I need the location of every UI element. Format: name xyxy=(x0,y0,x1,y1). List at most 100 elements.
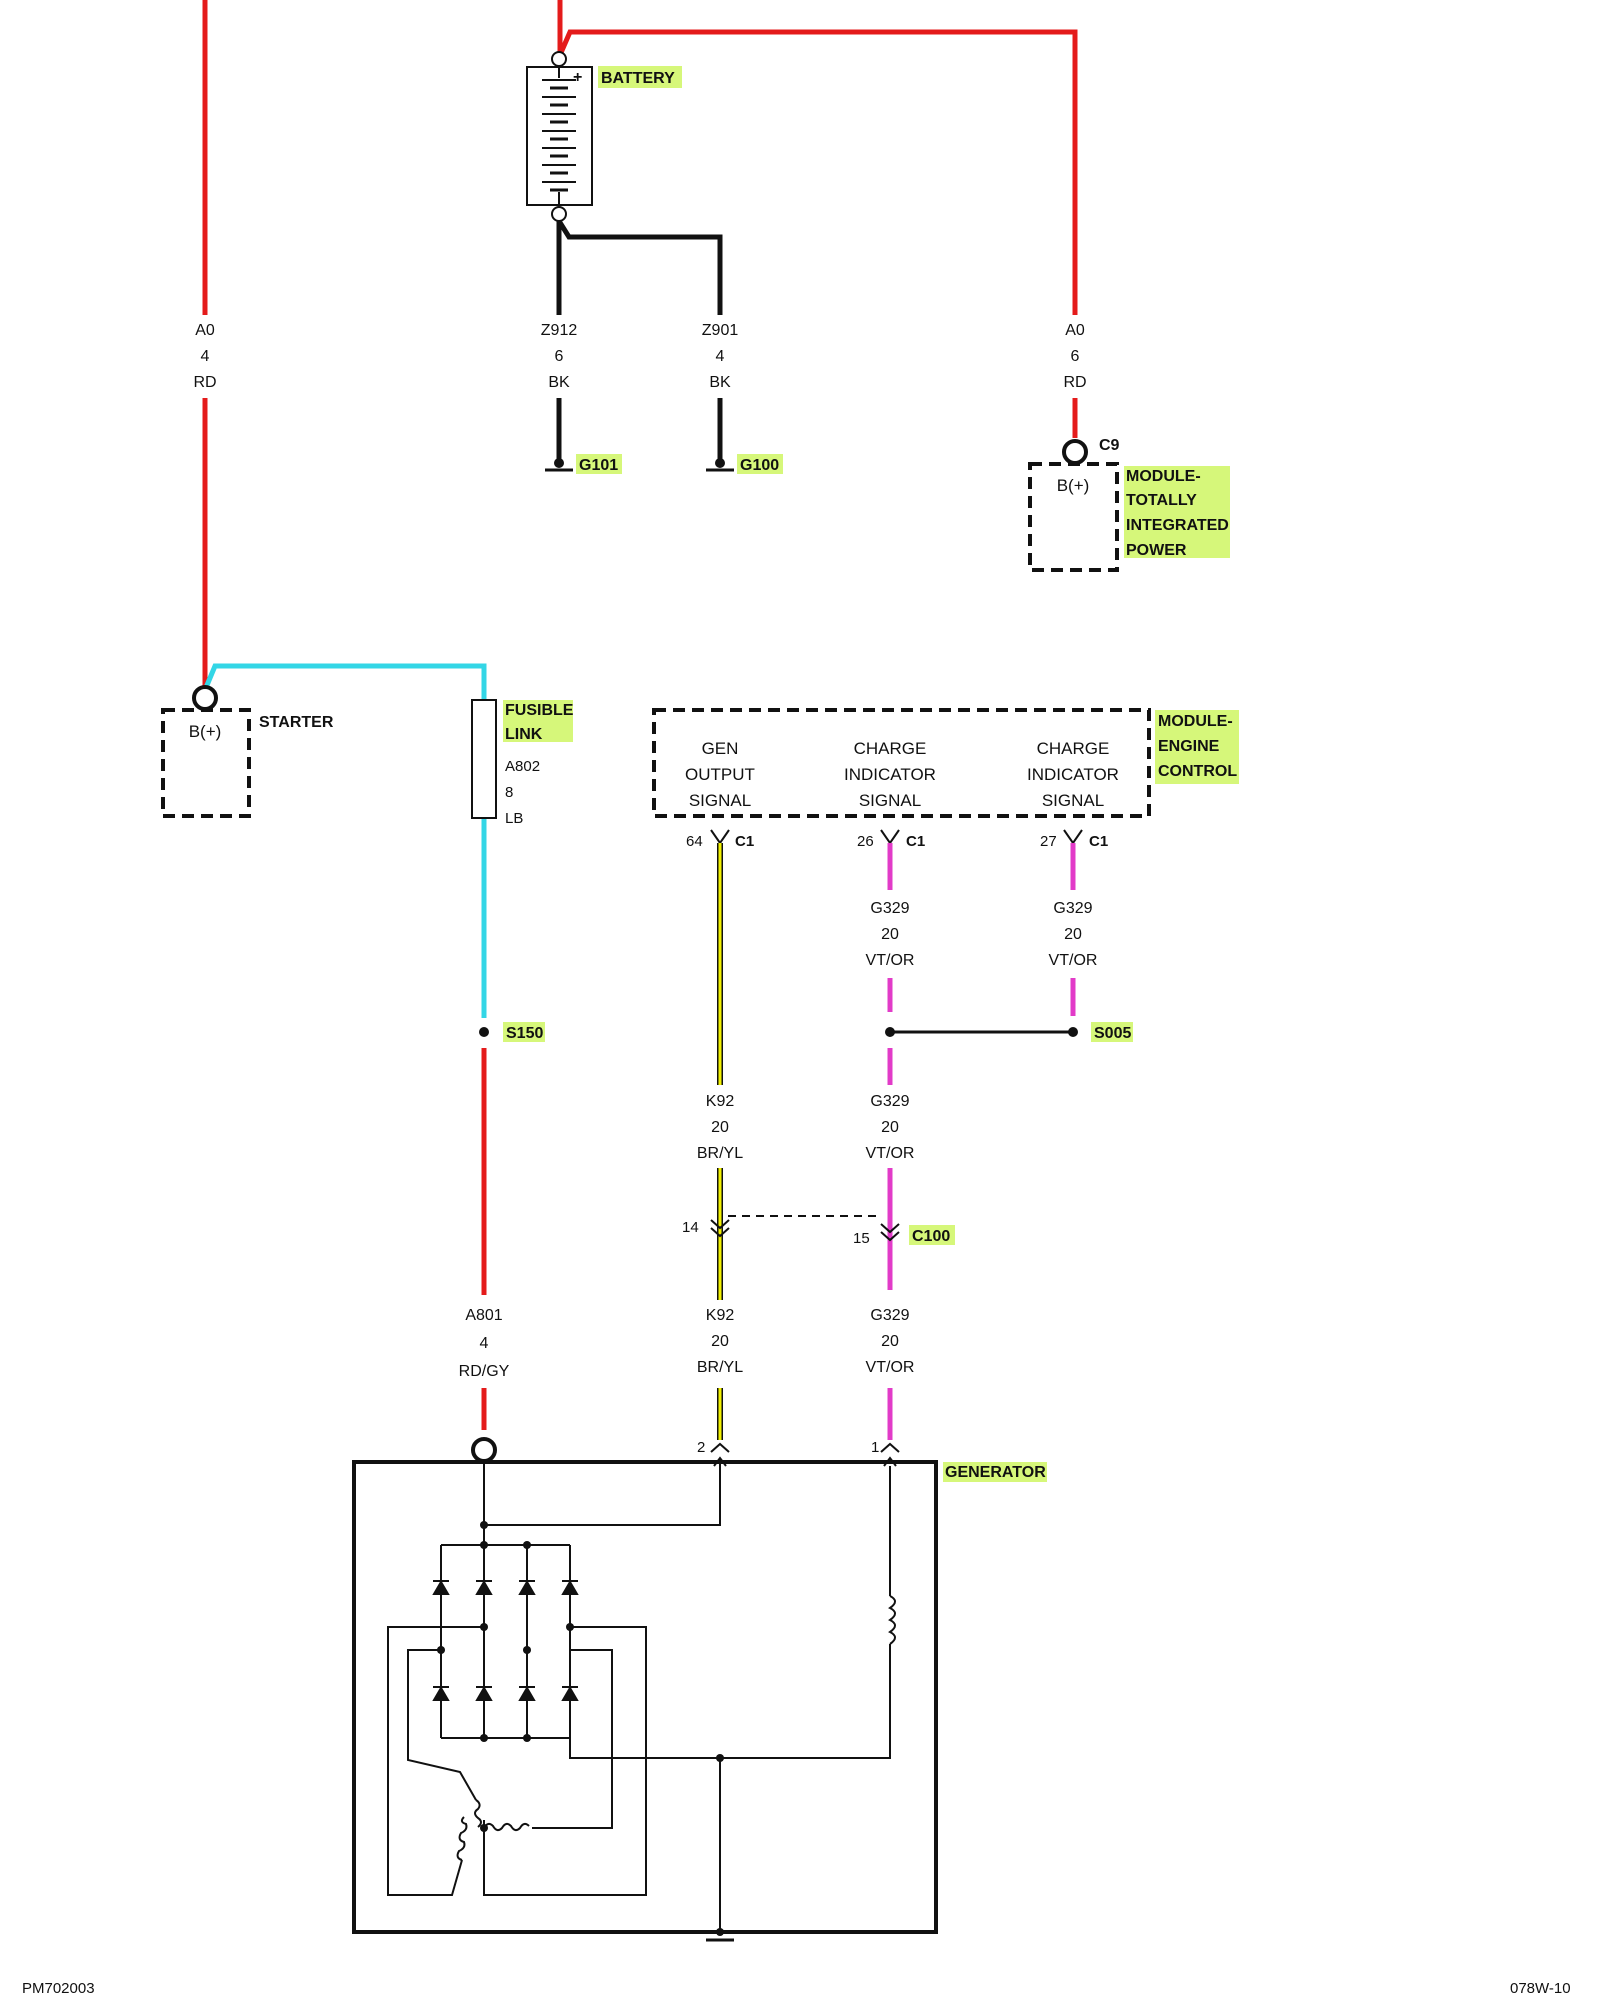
svg-text:C1: C1 xyxy=(1089,833,1108,850)
wire-label-a0-right: A0 6 RD xyxy=(1063,322,1086,391)
splice-s150 xyxy=(479,1027,489,1037)
generator-box xyxy=(352,1460,938,1934)
splice-label-s005: S005 xyxy=(1094,1025,1131,1042)
svg-text:INDICATOR: INDICATOR xyxy=(1027,765,1119,784)
svg-text:G329: G329 xyxy=(870,1093,909,1110)
wire-label-a801: A801 4 RD/GY xyxy=(459,1307,510,1380)
ecm-pin-64: 64 C1 xyxy=(686,829,754,850)
svg-text:A0: A0 xyxy=(195,322,215,339)
c100-pin-14: 14 xyxy=(682,1219,699,1236)
tipm-highlight xyxy=(1124,466,1230,558)
g100-highlight xyxy=(737,454,783,474)
fusible-link-label: FUSIBLE LINK xyxy=(505,702,574,743)
c100-highlight xyxy=(909,1225,955,1245)
svg-text:Z901: Z901 xyxy=(702,322,739,339)
svg-text:A0: A0 xyxy=(1065,322,1085,339)
svg-text:G329: G329 xyxy=(1053,900,1092,917)
svg-text:VT/OR: VT/OR xyxy=(866,1359,915,1376)
svg-text:20: 20 xyxy=(711,1333,729,1350)
svg-text:1: 1 xyxy=(871,1439,879,1456)
svg-text:G329: G329 xyxy=(870,900,909,917)
ecm-signal-gen-output: GEN OUTPUT SIGNAL xyxy=(685,739,755,810)
svg-text:CHARGE: CHARGE xyxy=(854,739,927,758)
svg-text:POWER: POWER xyxy=(1126,542,1187,559)
svg-text:FUSIBLE: FUSIBLE xyxy=(505,702,574,719)
svg-text:20: 20 xyxy=(1064,926,1082,943)
svg-text:G329: G329 xyxy=(870,1307,909,1324)
svg-text:RD: RD xyxy=(1063,374,1086,391)
footer-right: 078W-10 xyxy=(1510,1980,1571,1997)
wire-label-g329-c: G329 20 VT/OR xyxy=(866,1093,915,1162)
svg-text:INDICATOR: INDICATOR xyxy=(844,765,936,784)
starter-label: STARTER xyxy=(259,714,334,731)
fusible-link-symbol xyxy=(471,699,497,819)
svg-text:BR/YL: BR/YL xyxy=(697,1359,743,1376)
svg-text:OUTPUT: OUTPUT xyxy=(685,765,755,784)
ecm-pin-26: 26 C1 xyxy=(857,829,925,850)
svg-text:BK: BK xyxy=(709,374,731,391)
wire-label-g329-a: G329 20 VT/OR xyxy=(866,900,915,969)
svg-text:20: 20 xyxy=(881,1119,899,1136)
tipm-label: MODULE- TOTALLY INTEGRATED POWER xyxy=(1126,468,1229,559)
svg-text:A802: A802 xyxy=(505,758,540,775)
s005-highlight xyxy=(1091,1022,1133,1042)
ecm-pin-27: 27 C1 xyxy=(1040,829,1108,850)
wire-label-a0-left: A0 4 RD xyxy=(193,322,216,391)
battery-label-highlight xyxy=(598,66,682,88)
svg-text:RD: RD xyxy=(193,374,216,391)
battery-plus: + xyxy=(573,69,582,86)
ground-label-g100: G100 xyxy=(740,457,779,474)
wire-label-z901: Z901 4 BK xyxy=(702,322,739,391)
svg-text:8: 8 xyxy=(505,784,513,801)
splice-s005 xyxy=(1068,1027,1078,1037)
generator-internal-wiring xyxy=(387,1456,897,1932)
svg-text:LB: LB xyxy=(505,810,523,827)
wire-label-a802: A802 8 LB xyxy=(505,758,540,827)
svg-text:MODULE-: MODULE- xyxy=(1126,468,1201,485)
ecm-signal-charge-1: CHARGE INDICATOR SIGNAL xyxy=(844,739,936,810)
svg-text:VT/OR: VT/OR xyxy=(1049,952,1098,969)
wire-a0-right xyxy=(557,29,1078,315)
svg-text:20: 20 xyxy=(881,1333,899,1350)
svg-text:CONTROL: CONTROL xyxy=(1158,763,1237,780)
ground-symbol-g100 xyxy=(706,458,734,472)
generator-highlight xyxy=(943,1462,1047,1482)
ground-label-g101: G101 xyxy=(579,457,618,474)
svg-text:CHARGE: CHARGE xyxy=(1037,739,1110,758)
svg-text:4: 4 xyxy=(716,348,725,365)
wire-label-k92-a: K92 20 BR/YL xyxy=(697,1093,743,1162)
battery-label: BATTERY xyxy=(601,70,675,87)
fusible-highlight xyxy=(503,700,573,742)
svg-text:RD/GY: RD/GY xyxy=(459,1363,510,1380)
svg-text:A801: A801 xyxy=(465,1307,502,1324)
ecm-signal-charge-2: CHARGE INDICATOR SIGNAL xyxy=(1027,739,1119,810)
svg-text:SIGNAL: SIGNAL xyxy=(1042,791,1104,810)
rectifier-diodes xyxy=(432,1580,579,1701)
connector-c100 xyxy=(710,1219,900,1242)
svg-text:INTEGRATED: INTEGRATED xyxy=(1126,517,1229,534)
g101-highlight xyxy=(576,454,622,474)
svg-text:26: 26 xyxy=(857,833,874,850)
svg-text:VT/OR: VT/OR xyxy=(866,1145,915,1162)
generator-label: GENERATOR xyxy=(945,1464,1046,1481)
s150-highlight xyxy=(503,1022,545,1042)
tipm-connector: C9 xyxy=(1099,437,1120,454)
splice-label-s150: S150 xyxy=(506,1025,543,1042)
splice-node-left xyxy=(885,1027,895,1037)
ground-symbol-g101 xyxy=(545,458,573,472)
tipm-pin: B(+) xyxy=(1057,476,1090,495)
svg-text:2: 2 xyxy=(697,1439,705,1456)
svg-text:BK: BK xyxy=(548,374,570,391)
wire-label-k92-b: K92 20 BR/YL xyxy=(697,1307,743,1376)
generator-pin-1: 1 xyxy=(871,1439,900,1456)
starter-pin: B(+) xyxy=(189,722,222,741)
wire-label-z912: Z912 6 BK xyxy=(541,322,578,391)
wire-ground-black xyxy=(556,219,723,460)
wire-label-g329-b: G329 20 VT/OR xyxy=(1049,900,1098,969)
ecm-label: MODULE- ENGINE CONTROL xyxy=(1158,713,1237,780)
svg-text:4: 4 xyxy=(480,1335,489,1352)
svg-text:C1: C1 xyxy=(735,833,754,850)
svg-text:4: 4 xyxy=(201,348,210,365)
footer-left: PM702003 xyxy=(22,1980,95,1997)
